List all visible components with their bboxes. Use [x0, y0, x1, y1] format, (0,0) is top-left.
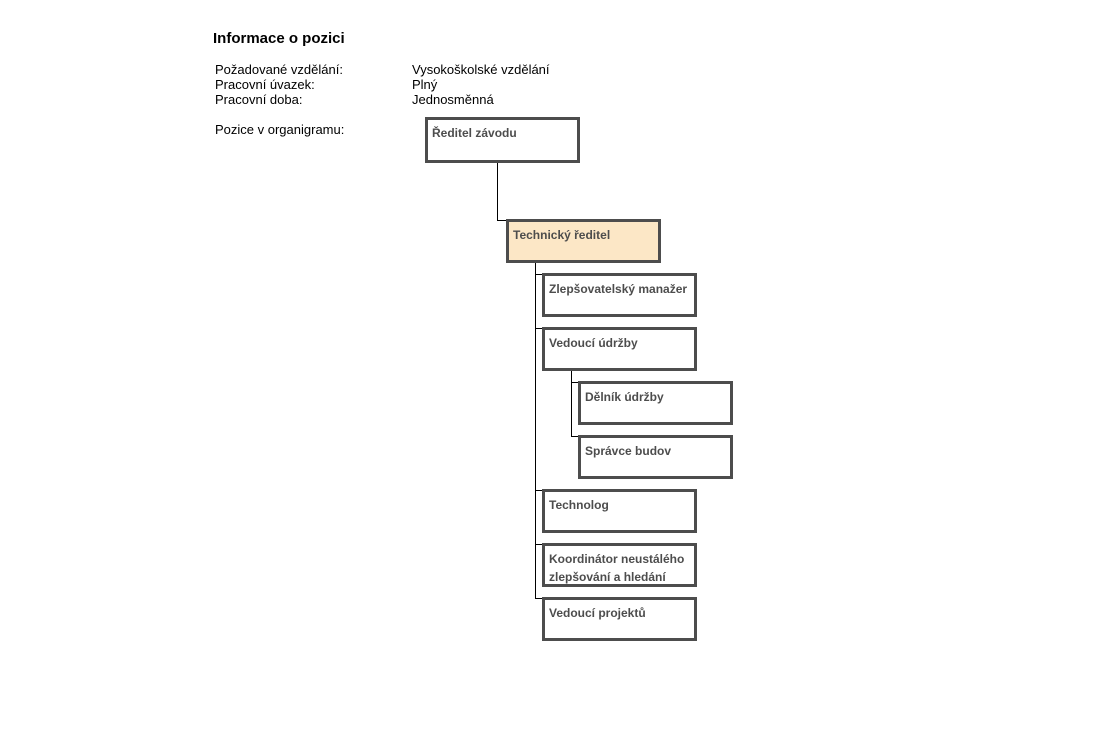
field-row-working-hours: Pracovní doba: Jednosměnná — [215, 92, 494, 107]
org-node-vedouci-udrzby[interactable]: Vedoucí údržby — [542, 327, 697, 371]
field-label-employment: Pracovní úvazek: — [215, 77, 315, 92]
org-node-spravce-budov[interactable]: Správce budov — [578, 435, 733, 479]
org-node-technicky-reditel[interactable]: Technický ředitel — [506, 219, 661, 263]
field-value-education: Vysokoškolské vzdělání — [412, 62, 550, 77]
page-title: Informace o pozici — [213, 30, 345, 47]
field-row-employment: Pracovní úvazek: Plný — [215, 77, 437, 92]
connector-line — [497, 163, 498, 221]
field-value-working-hours: Jednosměnná — [412, 92, 494, 107]
org-node-technolog[interactable]: Technolog — [542, 489, 697, 533]
field-label-working-hours: Pracovní doba: — [215, 92, 303, 107]
connector-line — [535, 544, 542, 545]
connector-line — [535, 328, 542, 329]
connector-line — [497, 220, 506, 221]
connector-line — [535, 263, 536, 599]
org-node-reditel-zavodu[interactable]: Ředitel závodu — [425, 117, 580, 163]
connector-line — [535, 274, 542, 275]
org-node-zlepsovatelsky-manazer[interactable]: Zlepšovatelský manažer — [542, 273, 697, 317]
field-label-education: Požadované vzdělání: — [215, 62, 343, 77]
connector-line — [535, 598, 542, 599]
connector-line — [535, 490, 542, 491]
org-chart-label: Pozice v organigramu: — [215, 122, 345, 137]
org-node-delnik-udrzby[interactable]: Dělník údržby — [578, 381, 733, 425]
connector-line — [571, 436, 578, 437]
connector-line — [571, 382, 578, 383]
field-row-education: Požadované vzdělání: Vysokoškolské vzdělá… — [215, 62, 550, 77]
field-value-employment: Plný — [412, 77, 438, 92]
org-node-vedouci-projektu[interactable]: Vedoucí projektů — [542, 597, 697, 641]
connector-line — [571, 371, 572, 437]
org-node-koordinator-zlepsovani[interactable]: Koordinátor neustálého zlepšování a hled… — [542, 543, 697, 587]
